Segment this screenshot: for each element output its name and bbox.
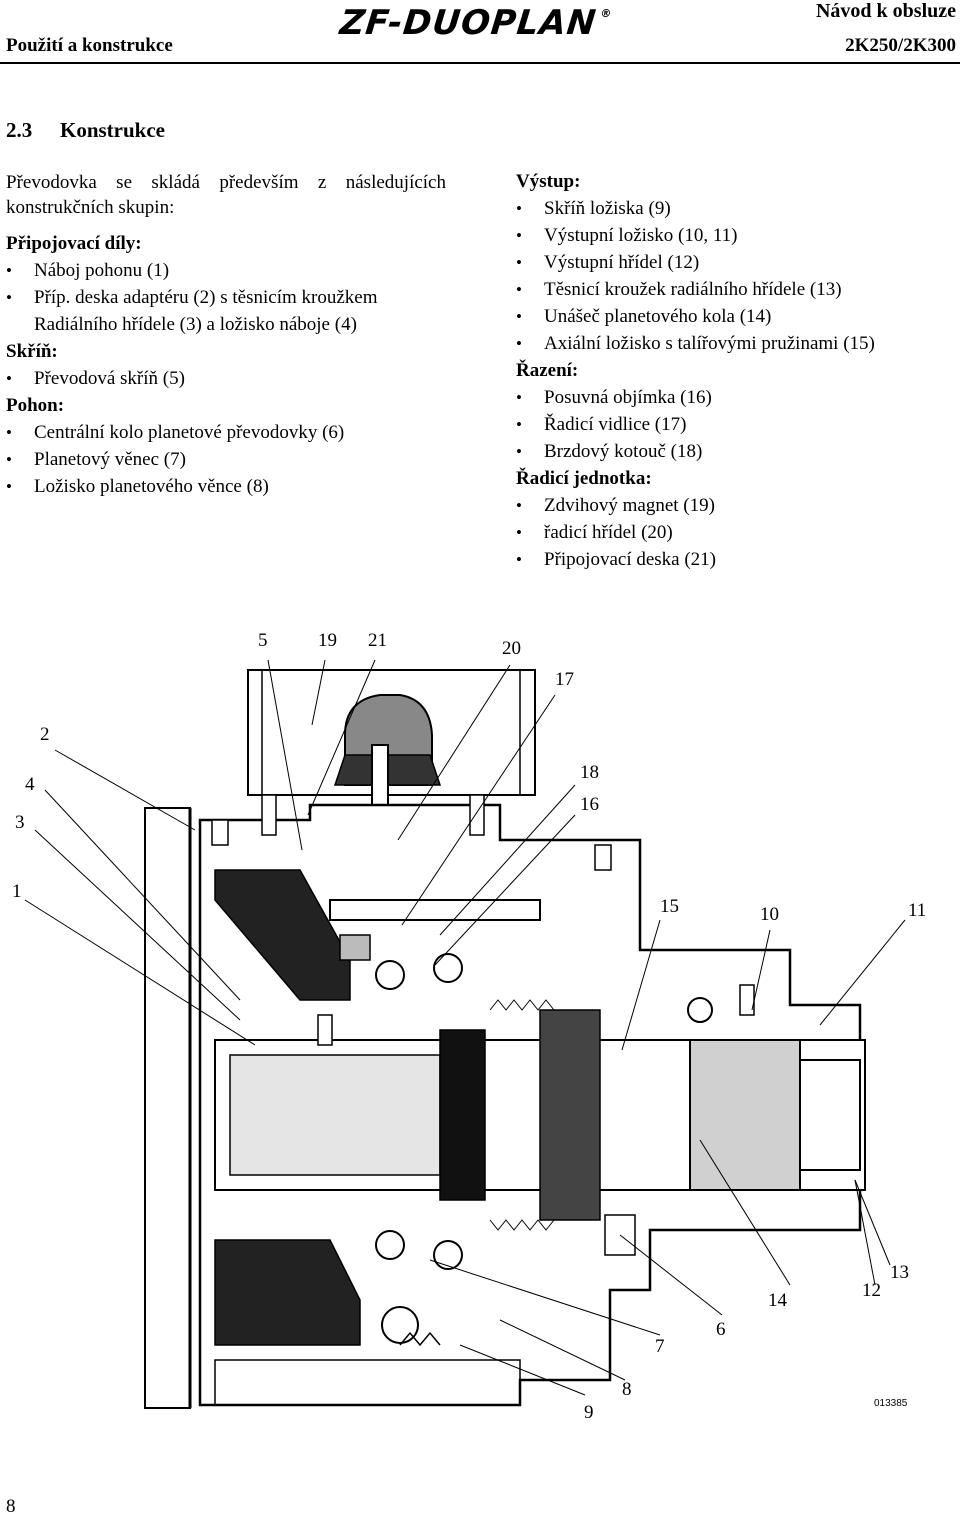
group-heading: Řazení: (516, 360, 579, 381)
list-item: Převodová skříň (5) (6, 365, 446, 392)
callout-label: 16 (580, 794, 599, 815)
group-output: Výstup: Skříň ložiska (9) Výstupní ložis… (516, 168, 956, 357)
callout-label: 19 (318, 630, 337, 651)
list-item-continuation: Radiálního hřídele (3) a ložisko náboje … (34, 314, 357, 335)
group-heading: Skříň: (6, 341, 58, 362)
callout-label: 8 (622, 1379, 632, 1400)
callout-label: 13 (890, 1262, 909, 1283)
section-heading: 2.3 Konstrukce (6, 118, 165, 143)
callout-label: 7 (655, 1336, 665, 1357)
list-item: Planetový věnec (7) (6, 446, 446, 473)
group-shift-unit: Řadicí jednotka: Zdvihový magnet (19) řa… (516, 465, 956, 573)
callout-label: 15 (660, 896, 679, 917)
gearbox-cross-section-drawing: 5 19 21 20 17 2 4 3 18 16 1 15 10 11 13 … (12, 630, 926, 1423)
list-item: Výstupní ložisko (10, 11) (516, 222, 956, 249)
callout-label: 21 (368, 630, 387, 651)
header-rule (0, 62, 960, 64)
list-item: Náboj pohonu (1) (6, 257, 446, 284)
list-item: Unášeč planetového kola (14) (516, 303, 956, 330)
group-housing: Skříň: Převodová skříň (5) (6, 338, 446, 392)
callout-label: 4 (25, 774, 35, 795)
callout-label: 1 (12, 881, 22, 902)
intro-paragraph: Převodovka se skládá především z následu… (6, 172, 446, 218)
list-item: Těsnicí kroužek radiálního hřídele (13) (516, 276, 956, 303)
bullet-list: Posuvná objímka (16) Řadicí vidlice (17)… (516, 384, 956, 465)
list-item: Brzdový kotouč (18) (516, 438, 956, 465)
callout-label: 2 (40, 724, 50, 745)
callout-label: 5 (258, 630, 268, 651)
bullet-list: Skříň ložiska (9) Výstupní ložisko (10, … (516, 195, 956, 357)
brand-logo: ZF-DUOPLAN® (337, 3, 614, 43)
drawing-linework (144, 669, 866, 1409)
list-item: Řadicí vidlice (17) (516, 411, 956, 438)
bullet-list: Náboj pohonu (1) Příp. deska adaptéru (2… (6, 257, 446, 338)
list-item: Centrální kolo planetové převodovky (6) (6, 419, 446, 446)
callout-label: 10 (760, 904, 779, 925)
callout-label: 3 (15, 812, 25, 833)
callout-label: 18 (580, 762, 599, 783)
list-item: Připojovací deska (21) (516, 546, 956, 573)
list-item: Výstupní hřídel (12) (516, 249, 956, 276)
list-item: Skříň ložiska (9) (516, 195, 956, 222)
brand-logo-text: ZF-DUOPLAN (337, 3, 599, 43)
right-column: Výstup: Skříň ložiska (9) Výstupní ložis… (516, 168, 956, 573)
leader-lines (24, 659, 906, 1396)
callout-label: 17 (555, 669, 574, 690)
callout-label: 20 (502, 638, 521, 659)
left-column: Převodovka se skládá především z následu… (6, 170, 446, 500)
figure-id: 013385 (874, 1398, 908, 1409)
group-shifting: Řazení: Posuvná objímka (16) Řadicí vidl… (516, 357, 956, 465)
list-item: Zdvihový magnet (19) (516, 492, 956, 519)
header-section-title: Použití a konstrukce (6, 35, 173, 56)
callout-label: 9 (584, 1402, 594, 1423)
bullet-list: Zdvihový magnet (19) řadicí hřídel (20) … (516, 492, 956, 573)
header-doc-type: Návod k obsluze (815, 0, 956, 22)
list-item: Příp. deska adaptéru (2) s těsnicím krou… (6, 284, 446, 311)
callout-label: 12 (862, 1280, 881, 1301)
section-number: 2.3 (6, 118, 33, 142)
callout-label: 6 (716, 1319, 726, 1340)
bullet-list: Centrální kolo planetové převodovky (6) … (6, 419, 446, 500)
list-item: Ložisko planetového věnce (8) (6, 473, 446, 500)
header-model: 2K250/2K300 (845, 35, 956, 56)
group-drive: Pohon: Centrální kolo planetové převodov… (6, 392, 446, 500)
callout-label: 14 (768, 1290, 788, 1311)
group-heading: Výstup: (516, 171, 581, 192)
section-title: Konstrukce (60, 118, 165, 142)
callout-labels: 5 19 21 20 17 2 4 3 18 16 1 15 10 11 13 … (12, 630, 926, 1423)
registered-mark: ® (599, 7, 614, 20)
group-heading: Připojovací díly: (6, 233, 142, 254)
bullet-list: Převodová skříň (5) (6, 365, 446, 392)
group-heading: Pohon: (6, 395, 65, 416)
group-heading: Řadicí jednotka: (516, 468, 652, 489)
page-number: 8 (6, 1496, 16, 1517)
group-connection-parts: Připojovací díly: Náboj pohonu (1) Příp.… (6, 230, 446, 338)
callout-label: 11 (908, 900, 926, 921)
list-item: řadicí hřídel (20) (516, 519, 956, 546)
list-item: Axiální ložisko s talířovými pružinami (… (516, 330, 956, 357)
list-item: Posuvná objímka (16) (516, 384, 956, 411)
